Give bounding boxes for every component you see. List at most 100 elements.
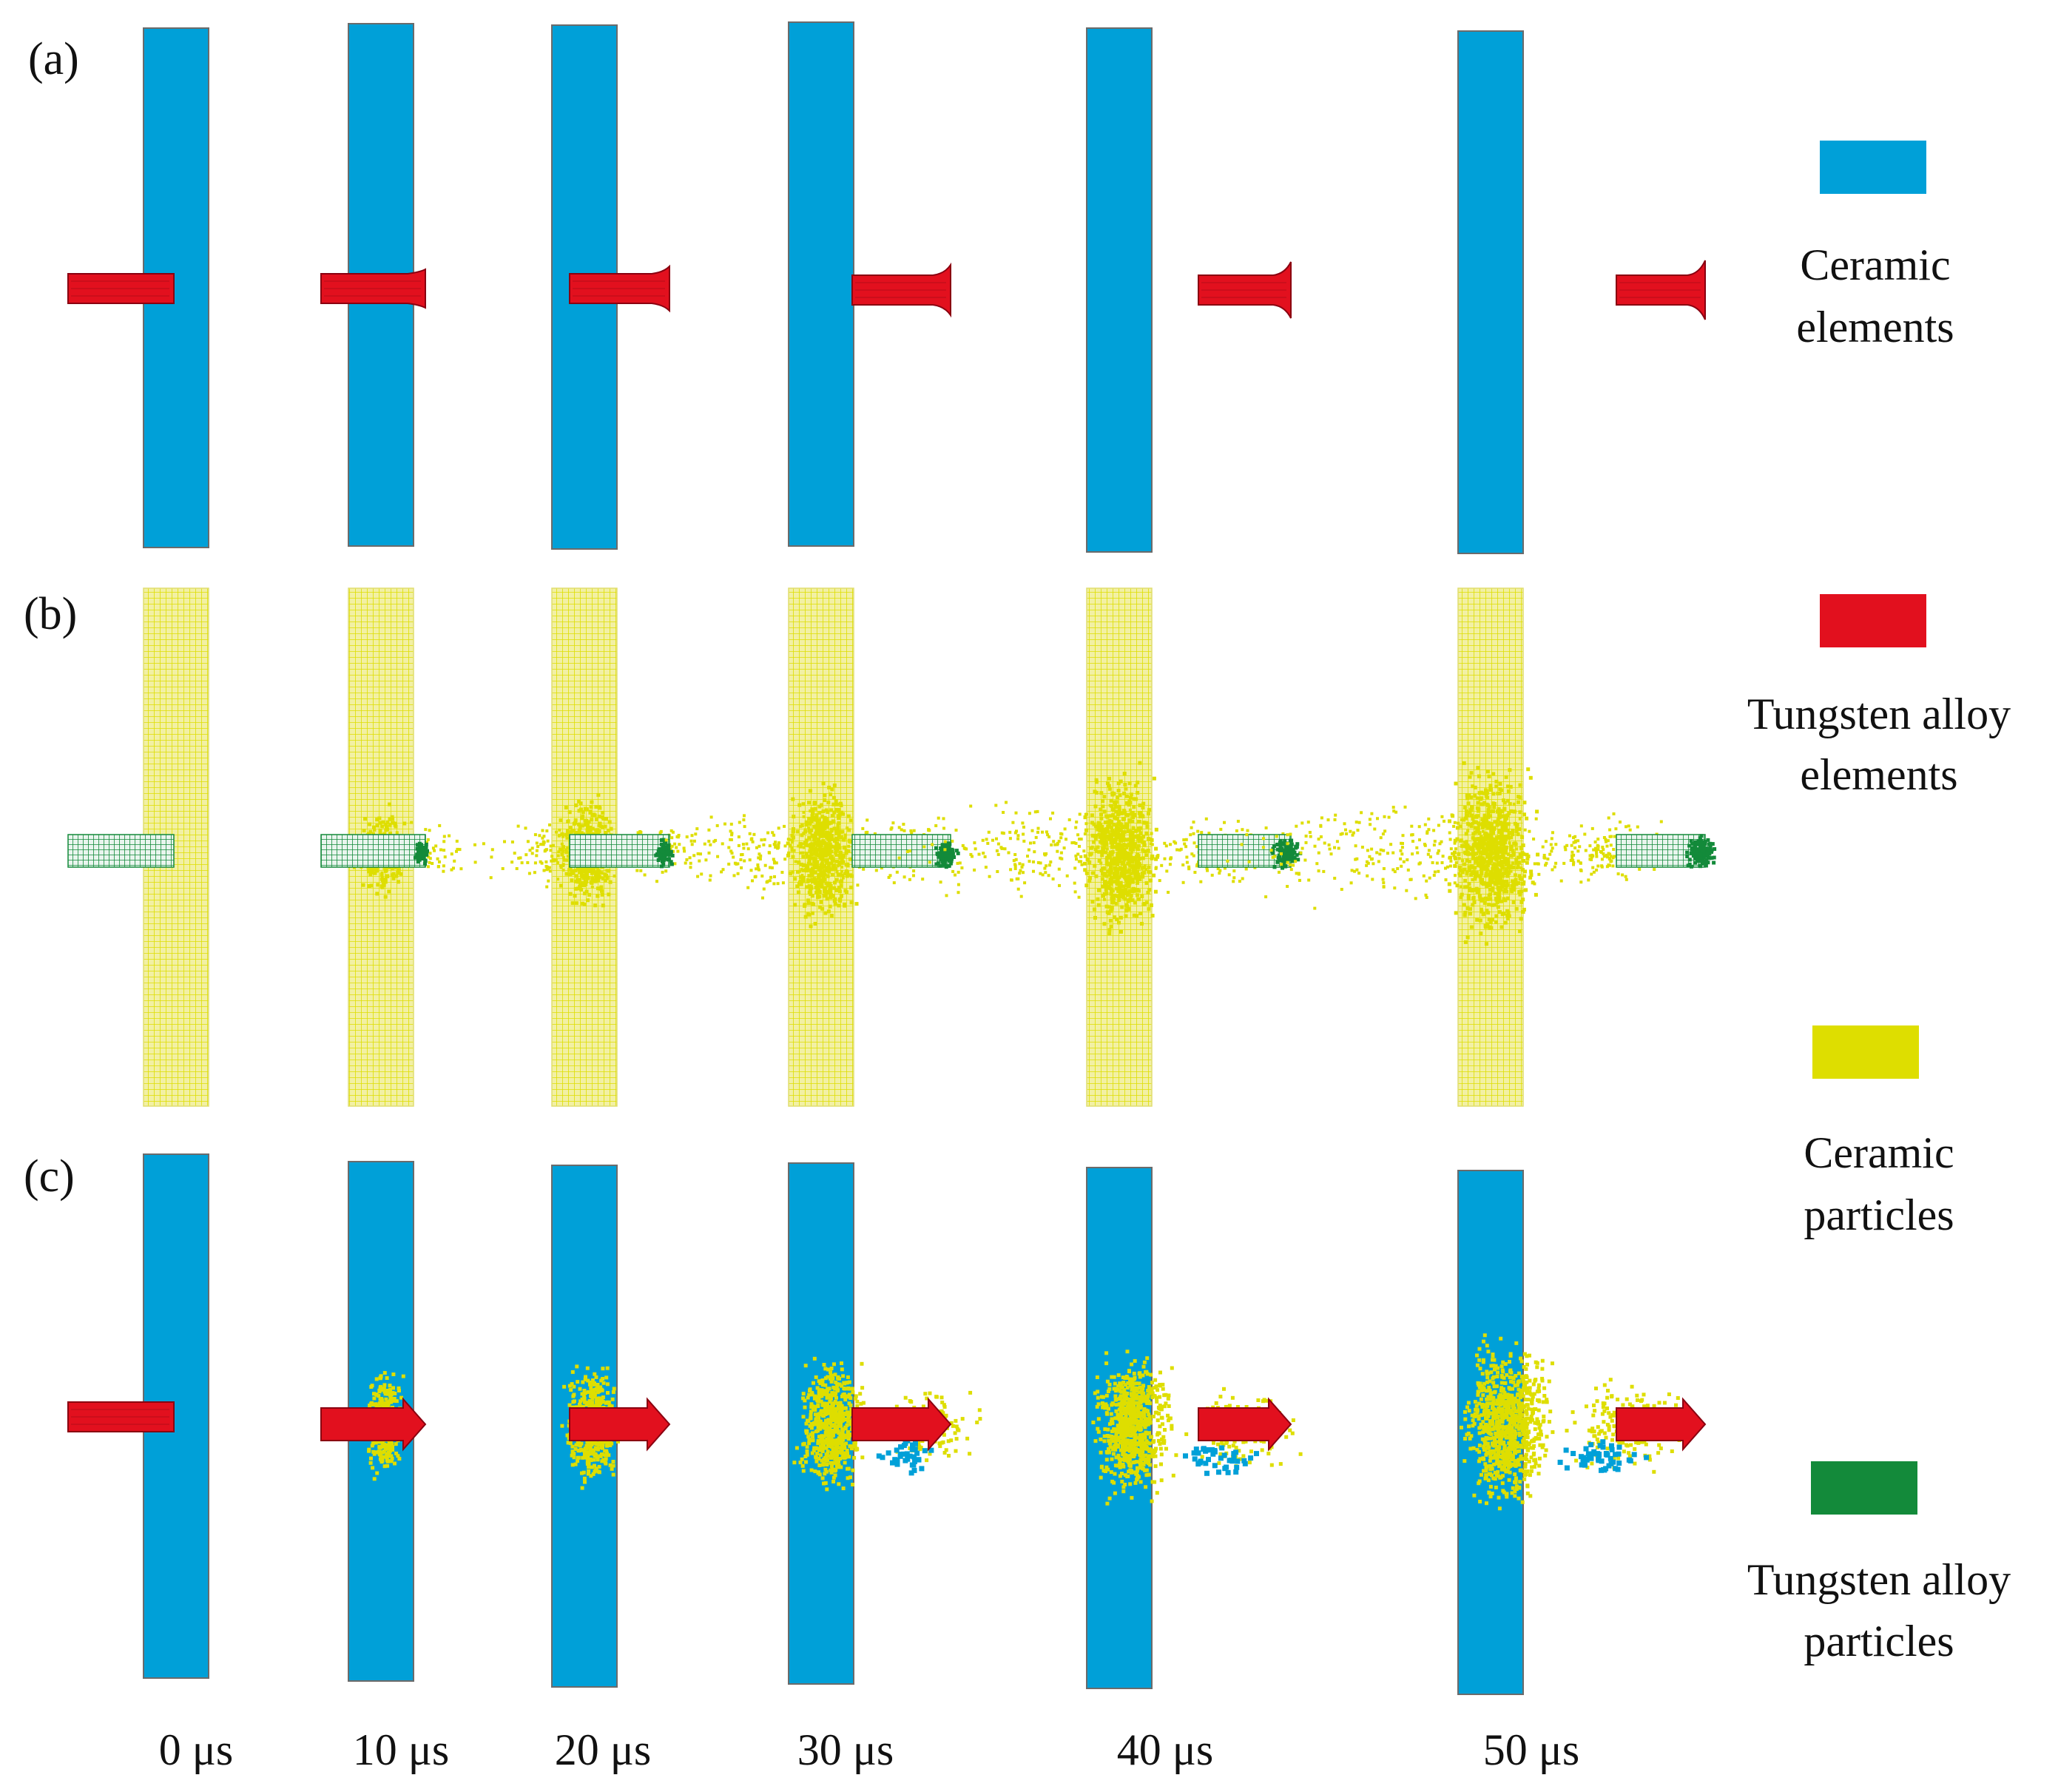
ceramic-particle-debris-c-1 [393,1391,397,1395]
ceramic-ejecta-5 [1516,863,1519,867]
ceramic-ejecta-front-1 [450,852,453,856]
ceramic-debris-dense-5 [1462,903,1466,907]
ceramic-debris-dense-2 [607,869,611,873]
ceramic-ejecta-4 [945,894,948,897]
ceramic-debris-dense-5 [1518,892,1522,897]
ceramic-ejecta-4 [1125,846,1129,849]
ceramic-debris-dense-5 [1508,784,1513,789]
ceramic-debris-dense-3 [829,883,833,888]
tungsten-debris-5 [1696,849,1700,853]
ceramic-debris-dense-4 [1139,922,1144,926]
ceramic-ejecta-2 [564,832,567,836]
ceramic-ejecta-3 [671,830,675,834]
ceramic-debris-dense-3 [786,841,790,846]
ceramic-debris-dense-5 [1492,827,1497,831]
ceramic-debris-dense-5 [1505,874,1510,878]
ceramic-ejecta-4 [1164,844,1168,848]
ceramic-ejecta-5 [1457,872,1461,876]
ceramic-particle-debris-c-1 [385,1458,389,1462]
ceramic-ejecta-5 [1528,829,1531,833]
ceramic-debris-dense-4 [1110,838,1113,842]
ceramic-particle-debris-c-2 [598,1385,603,1390]
ceramic-debris-dense-3 [837,886,841,890]
ceramic-ejecta-5 [1271,855,1275,859]
ceramic-debris-dense-3 [820,906,825,911]
ceramic-ejecta-5 [1340,832,1344,835]
ceramic-particle-debris-c-2 [597,1389,601,1393]
ceramic-debris-dense-5 [1494,843,1499,848]
ceramic-ejecta-4 [1079,855,1083,858]
ceramic-debris-dense-4 [1122,830,1127,834]
tungsten-debris-1 [424,845,428,849]
ceramic-ejecta-front-3 [888,874,892,878]
ceramic-debris-dense-4 [1127,889,1132,893]
ceramic-ejecta-5 [1459,839,1462,843]
ceramic-debris-dense-5 [1459,895,1463,900]
ceramic-debris-dense-5 [1521,897,1525,902]
ceramic-particle-debris-c-1 [375,1471,379,1475]
ceramic-debris-dense-3 [806,843,811,848]
ceramic-ejecta-front-5 [1591,854,1595,858]
ceramic-ejecta-4 [981,838,985,842]
ceramic-debris-dense-3 [823,864,826,869]
ceramic-ejecta-front-5 [1613,835,1616,838]
ceramic-debris-dense-5 [1500,840,1505,844]
ceramic-ejecta-4 [987,830,991,834]
ceramic-ejecta-front-4 [1178,848,1181,852]
ceramic-debris-dense-5 [1478,895,1482,899]
ceramic-debris-dense-4 [1133,900,1137,905]
ceramic-debris-dense-4 [1117,920,1121,925]
ceramic-debris-dense-5 [1480,872,1484,876]
ceramic-ejecta-4 [1014,858,1018,861]
ceramic-debris-dense-5 [1511,861,1515,866]
ceramic-debris-dense-5 [1522,874,1527,878]
ceramic-debris-dense-2 [595,832,599,836]
ceramic-ejecta-front-2 [683,849,686,853]
ceramic-debris-dense-4 [1106,835,1110,839]
ceramic-debris-dense-4 [1084,871,1089,875]
ceramic-ejecta-front-5 [1595,849,1598,852]
ceramic-debris-dense-3 [838,872,843,877]
ceramic-ejecta-front-5 [1608,857,1612,860]
ceramic-ejecta-3 [729,822,733,826]
ceramic-debris-dense-3 [806,855,809,859]
ceramic-ejecta-5 [1391,868,1395,872]
ceramic-debris-dense-5 [1475,828,1480,832]
ceramic-ejecta-5 [1379,836,1383,840]
ceramic-debris-dense-3 [797,882,801,886]
ceramic-ejecta-front-3 [887,875,891,879]
ceramic-debris-dense-3 [809,884,813,889]
ceramic-ejecta-3 [792,849,796,852]
ceramic-debris-dense-5 [1511,832,1515,837]
ceramic-debris-dense-3 [817,804,822,809]
ceramic-debris-dense-5 [1484,794,1488,798]
ceramic-ejecta-5 [1403,805,1407,809]
ceramic-ejecta-4 [1005,801,1008,804]
ceramic-debris-dense-2 [573,894,577,898]
ceramic-debris-dense-3 [829,914,834,918]
ceramic-ejecta-3 [762,843,766,846]
ceramic-ejecta-2 [561,864,565,867]
ceramic-debris-dense-5 [1469,771,1474,775]
ceramic-ejecta-2 [558,847,561,851]
ceramic-ejecta-front-5 [1659,820,1663,823]
ceramic-ejecta-front-3 [951,839,954,843]
ceramic-debris-dense-4 [1101,884,1105,889]
ceramic-debris-dense-2 [589,805,593,809]
ceramic-debris-dense-4 [1103,821,1107,824]
ceramic-debris-dense-1 [367,869,371,874]
ceramic-debris-dense-4 [1147,888,1152,892]
ceramic-debris-dense-1 [370,870,374,875]
ceramic-debris-dense-5 [1476,801,1480,805]
ceramic-ejecta-2 [503,840,506,843]
ceramic-debris-dense-1 [375,818,379,822]
ceramic-ejecta-front-4 [1218,869,1222,872]
ceramic-particle-debris-c-2 [592,1458,596,1462]
ceramic-ejecta-4 [1116,869,1120,873]
ceramic-ejecta-5 [1370,847,1374,851]
ceramic-ejecta-4 [1002,832,1005,835]
ceramic-debris-dense-5 [1499,843,1503,847]
ceramic-ejecta-2 [564,848,568,852]
ceramic-debris-dense-4 [1113,880,1117,884]
ceramic-ejecta-4 [1067,818,1071,821]
